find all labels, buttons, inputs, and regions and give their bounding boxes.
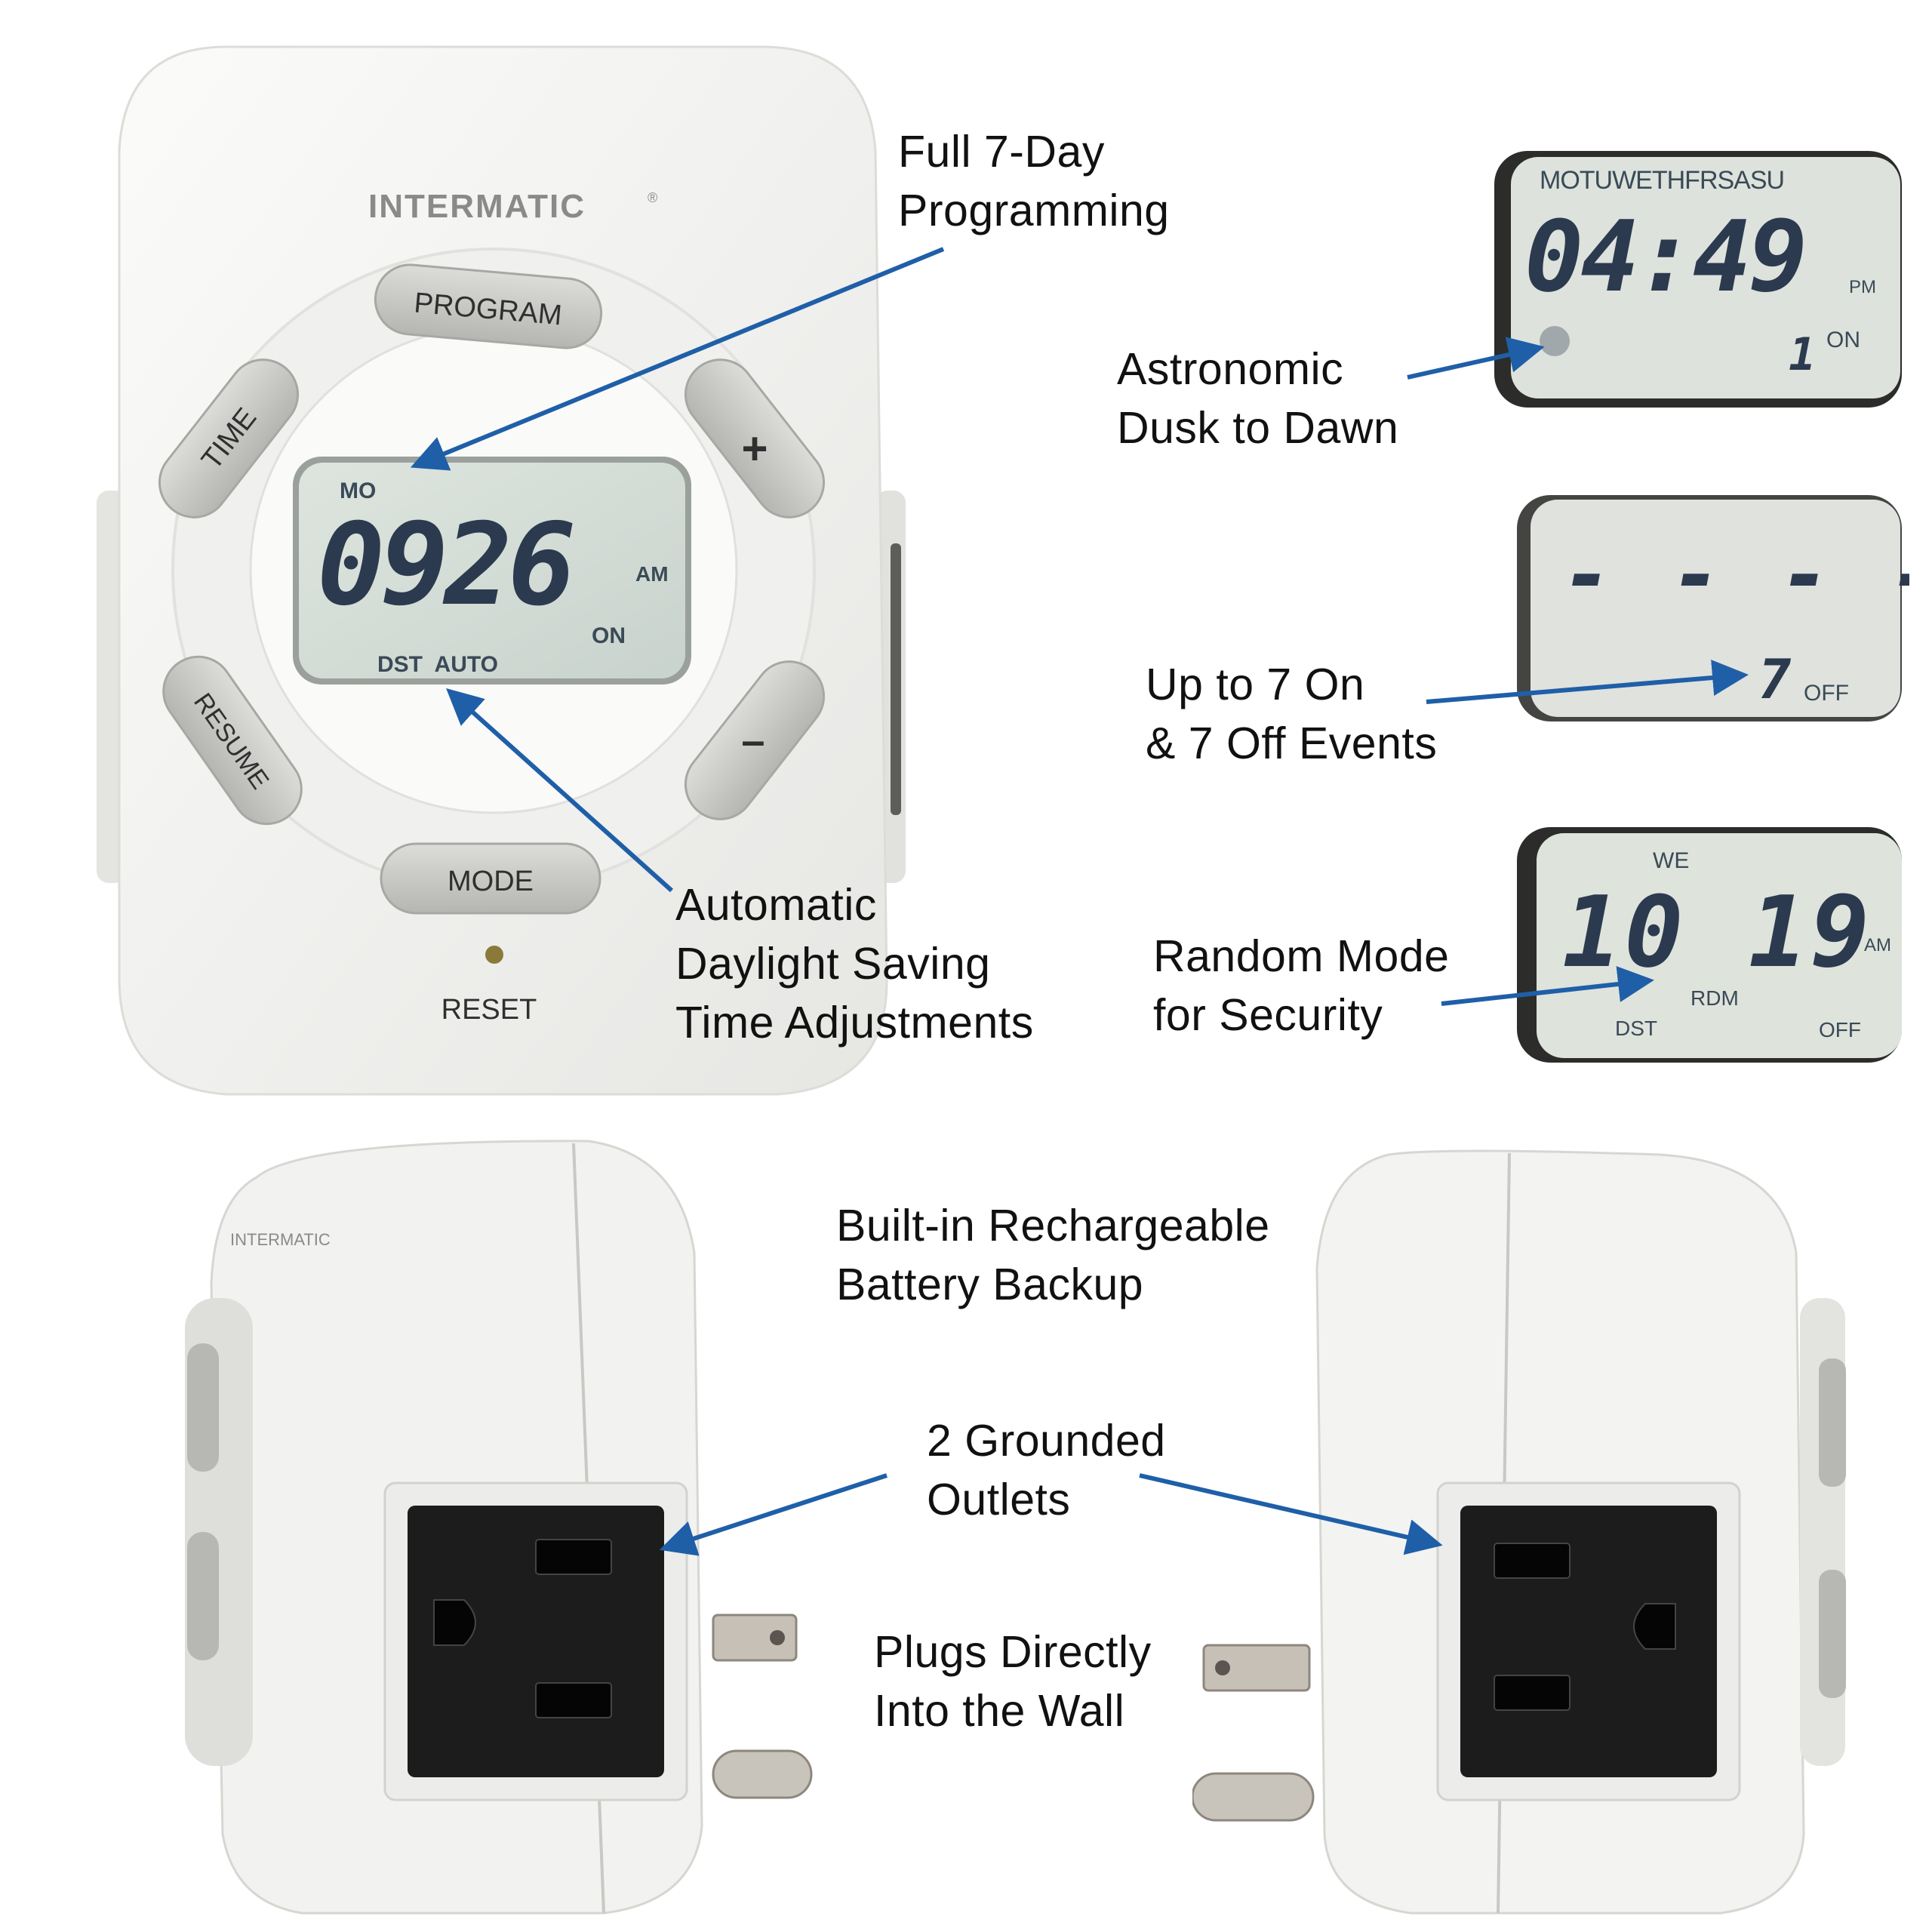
svg-text:RDM: RDM (1690, 986, 1739, 1010)
svg-text:–: – (741, 716, 764, 764)
side-view-left: INTERMATIC (185, 1140, 813, 1915)
callout-battery: Built-in Rechargeable Battery Backup (836, 1196, 1270, 1314)
svg-text:MODE: MODE (448, 866, 534, 897)
arrow-dst (446, 688, 674, 893)
callout-text: Battery Backup (836, 1260, 1144, 1309)
callout-events: Up to 7 On & 7 Off Events (1146, 655, 1437, 773)
svg-text:MO: MO (340, 478, 376, 503)
svg-text:DST AUTO: DST AUTO (377, 652, 498, 677)
svg-text:DST: DST (1615, 1017, 1657, 1040)
callout-text: Programming (898, 186, 1170, 235)
reset-label: RESET (441, 994, 537, 1026)
svg-text:ON: ON (592, 623, 626, 648)
lcd-closeup-events: - - - - 7 OFF (1517, 495, 1909, 721)
callout-text: Dusk to Dawn (1117, 403, 1399, 453)
svg-text:OFF: OFF (1819, 1018, 1861, 1041)
callout-text: Time Adjustments (675, 998, 1034, 1048)
arrow-outlet-right (1139, 1473, 1443, 1555)
svg-text:04:49: 04:49 (1524, 199, 1804, 314)
svg-text:®: ® (648, 190, 657, 205)
callout-text: for Security (1153, 990, 1383, 1040)
svg-text:OFF: OFF (1804, 681, 1849, 706)
svg-text:AM: AM (635, 562, 669, 586)
front-lcd-display: MO 0926 AM ON DST AUTO (293, 457, 691, 685)
callout-astronomic: Astronomic Dusk to Dawn (1117, 340, 1398, 457)
time-button[interactable]: TIME (146, 346, 312, 531)
callout-text: Automatic (675, 880, 877, 930)
callout-text: Up to 7 On (1146, 660, 1365, 709)
svg-text:MOTUWETHFRSASU: MOTUWETHFRSASU (1540, 166, 1784, 195)
callout-text: Into the Wall (874, 1686, 1125, 1736)
callout-text: Built-in Rechargeable (836, 1201, 1270, 1251)
right-outlet (1436, 1481, 1741, 1801)
callout-text: Outlets (927, 1475, 1071, 1524)
plus-button[interactable]: + (672, 346, 838, 531)
lcd-closeup-random: WE 10 19 AM RDM DST OFF (1517, 827, 1902, 1063)
callout-text: Plugs Directly (874, 1627, 1152, 1677)
callout-text: & 7 Off Events (1146, 718, 1438, 768)
callout-outlets: 2 Grounded Outlets (927, 1411, 1166, 1529)
left-outlet (383, 1481, 688, 1801)
svg-text:7: 7 (1758, 648, 1792, 711)
callout-text: Random Mode (1153, 931, 1450, 981)
svg-text:PM: PM (1849, 277, 1876, 297)
svg-text:INTERMATIC: INTERMATIC (230, 1230, 331, 1249)
front-timer-device: INTERMATIC ® PROGRAM MODE TIME RESUME + … (97, 45, 906, 1096)
lcd-closeup-astronomic: MOTUWETHFRSASU 04:49 PM 1 ON (1494, 151, 1902, 408)
svg-text:AM: AM (1864, 935, 1891, 955)
arrow-astronomic (1407, 337, 1545, 380)
callout-text: 2 Grounded (927, 1416, 1166, 1466)
callout-text: Daylight Saving (675, 939, 991, 989)
svg-text:10 19: 10 19 (1562, 875, 1872, 989)
callout-plugs: Plugs Directly Into the Wall (874, 1623, 1152, 1740)
svg-text:WE: WE (1653, 848, 1689, 873)
arrow-random (1441, 966, 1654, 1006)
minus-button[interactable]: – (672, 648, 838, 833)
callout-text: Astronomic (1117, 344, 1344, 394)
svg-text:0926: 0926 (317, 500, 573, 631)
svg-text:- - - -: - - - - (1562, 527, 1909, 623)
callout-programming: Full 7-Day Programming (898, 122, 1170, 240)
side-view-right (1192, 1149, 1846, 1915)
mode-button[interactable]: MODE (380, 842, 601, 915)
callout-random: Random Mode for Security (1153, 927, 1450, 1044)
program-button[interactable]: PROGRAM (373, 262, 605, 351)
svg-text:ON: ON (1826, 328, 1860, 352)
callout-text: Full 7-Day (898, 127, 1105, 177)
callout-dst: Automatic Daylight Saving Time Adjustmen… (675, 875, 1034, 1052)
arrow-events (1426, 660, 1749, 704)
svg-text:1: 1 (1789, 328, 1816, 381)
arrow-outlet-left (659, 1473, 888, 1556)
svg-text:INTERMATIC: INTERMATIC (368, 188, 586, 225)
brand-logo: INTERMATIC ® (368, 188, 657, 225)
svg-text:+: + (741, 423, 768, 474)
reset-hole[interactable] (485, 946, 503, 964)
arrow-programming (410, 247, 945, 471)
